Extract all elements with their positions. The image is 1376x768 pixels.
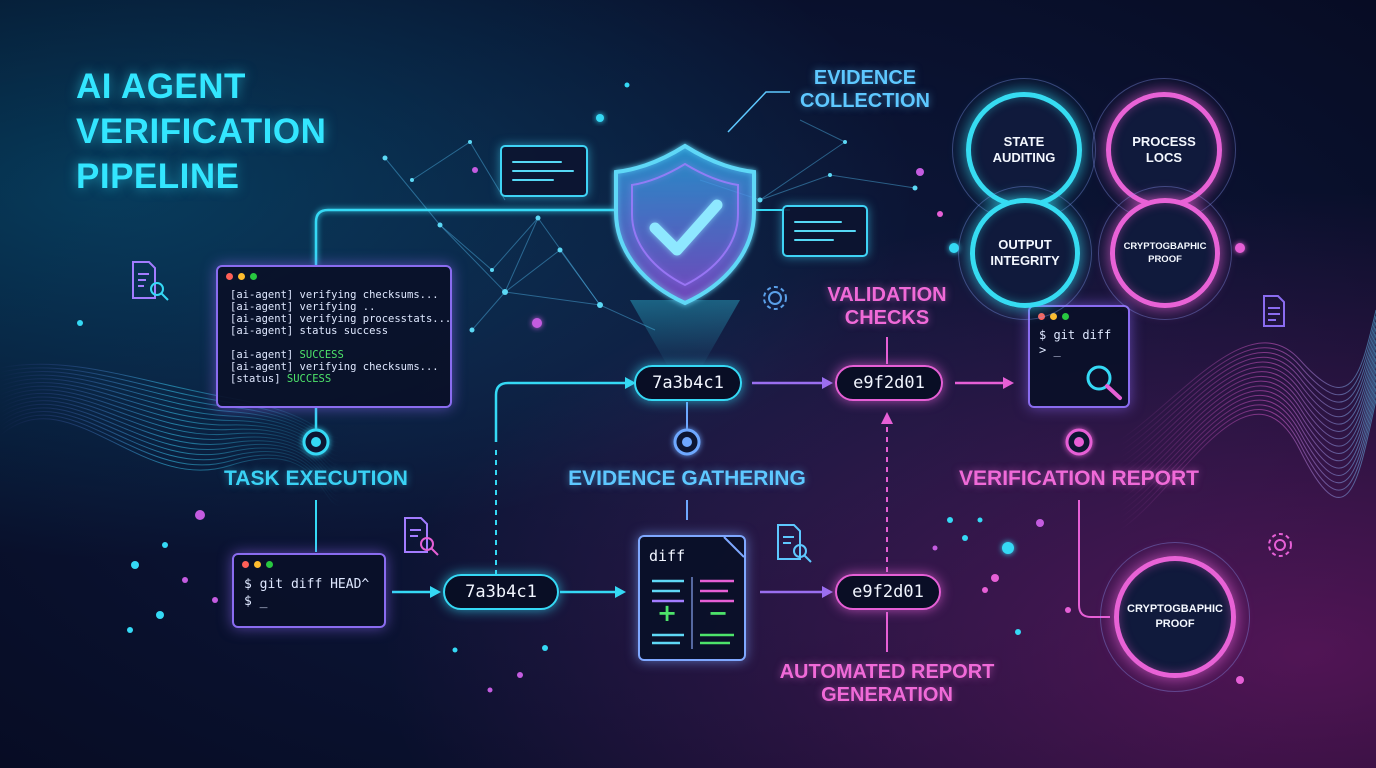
hash-pill-upper-left: 7a3b4c1 <box>634 365 742 401</box>
timeline-node-evidence <box>673 428 701 456</box>
minimize-dot-icon <box>238 273 245 280</box>
wave-strand <box>1119 315 1376 447</box>
hash-pill-lower-right: e9f2d01 <box>835 574 941 610</box>
timeline-node-report <box>1065 428 1093 456</box>
timeline-node-task <box>302 428 330 456</box>
hash-pill-upper-right: e9f2d01 <box>835 365 943 401</box>
wave-strand <box>0 414 341 502</box>
wave-strand <box>1119 369 1376 501</box>
diff-title: diff <box>649 547 686 565</box>
wave-strand <box>1119 339 1376 471</box>
diff-document: diff + − <box>638 535 746 661</box>
sparkle-dots <box>77 82 1245 693</box>
gear-icon <box>763 286 787 310</box>
wave-strand <box>1119 381 1376 513</box>
wave-strand <box>0 418 341 506</box>
close-dot-icon <box>242 561 249 568</box>
wave-strand <box>0 389 341 470</box>
bracket-to-shield <box>314 208 615 265</box>
stage-evidence-gathering: EVIDENCE GATHERING <box>568 467 806 490</box>
evidence-collection-label: EVIDENCE COLLECTION <box>800 67 930 112</box>
wave-strand <box>1119 345 1376 477</box>
document-icon <box>1263 295 1285 327</box>
diff-content <box>652 537 744 649</box>
shield-beam <box>630 300 740 370</box>
report-to-proof <box>1078 500 1110 618</box>
wave-strand <box>1119 327 1376 459</box>
wave-strand <box>1119 387 1376 519</box>
git-diff-terminal-lower: $ git diff HEAD^ $ _ <box>232 553 386 628</box>
wave-strand <box>1119 363 1376 495</box>
wave-strand <box>1119 351 1376 483</box>
document-search-icon <box>777 524 812 563</box>
network-nodes <box>382 140 918 333</box>
document-search-icon <box>404 517 439 556</box>
document-search-icon <box>132 261 169 301</box>
wave-strand <box>0 400 341 484</box>
maximize-dot-icon <box>266 561 273 568</box>
wave-strand <box>1119 393 1376 525</box>
minimize-dot-icon <box>1050 313 1057 320</box>
evidence-callout-line <box>727 91 790 133</box>
automated-report-label: AUTOMATED REPORT GENERATION <box>779 661 995 706</box>
arrow-head <box>625 377 636 389</box>
arrow-head <box>822 377 833 389</box>
arrow-head <box>881 412 893 424</box>
minimize-dot-icon <box>254 561 261 568</box>
arrow-head <box>822 586 833 598</box>
arrow-head <box>430 586 441 598</box>
arrow-head <box>1003 377 1014 389</box>
arrow-head <box>615 586 626 598</box>
title-line-3: PIPELINE <box>76 157 240 196</box>
wave-right <box>1119 309 1376 531</box>
terminal-output: [ai-agent] verifying checksums... [ai-ag… <box>230 289 452 385</box>
wave-left <box>0 363 341 506</box>
chat-bubble-icon <box>500 145 588 197</box>
ring-halo <box>1100 542 1250 692</box>
page-title: AI AGENT VERIFICATION PIPELINE <box>76 64 326 199</box>
wave-strand <box>0 411 341 497</box>
wave-strand <box>1119 321 1376 453</box>
diff-plus: + <box>657 599 678 627</box>
wave-strand <box>0 407 341 493</box>
wave-strand <box>1119 375 1376 507</box>
title-line-1: AI AGENT <box>76 67 246 106</box>
stage-verification-report: VERIFICATION REPORT <box>959 467 1199 490</box>
window-controls <box>218 267 450 280</box>
diff-minus: − <box>708 599 729 627</box>
agent-log-terminal: [ai-agent] verifying checksums... [ai-ag… <box>216 265 452 408</box>
validation-checks-label: VALIDATION CHECKS <box>827 284 947 329</box>
elbow-to-upper-hash <box>494 381 625 442</box>
wave-strand <box>1119 399 1376 531</box>
title-line-2: VERIFICATION <box>76 112 327 151</box>
chat-bubble-icon <box>782 205 868 257</box>
magnifier-icon <box>1086 365 1122 400</box>
ring-halo <box>1098 186 1232 320</box>
maximize-dot-icon <box>1062 313 1069 320</box>
wave-strand <box>1119 333 1376 465</box>
wave-strand <box>1119 309 1376 441</box>
wave-strand <box>0 403 341 488</box>
wave-strand <box>0 396 341 479</box>
git-diff-terminal-upper: $ git diff > _ <box>1028 305 1130 408</box>
maximize-dot-icon <box>250 273 257 280</box>
wave-strand <box>1119 357 1376 489</box>
stage-task-execution: TASK EXECUTION <box>224 467 408 490</box>
hash-pill-lower-left: 7a3b4c1 <box>443 574 559 610</box>
ring-halo <box>958 186 1092 320</box>
wave-strand <box>0 392 341 475</box>
shield-check-icon <box>614 143 756 306</box>
gear-icon <box>1268 533 1292 557</box>
close-dot-icon <box>226 273 233 280</box>
